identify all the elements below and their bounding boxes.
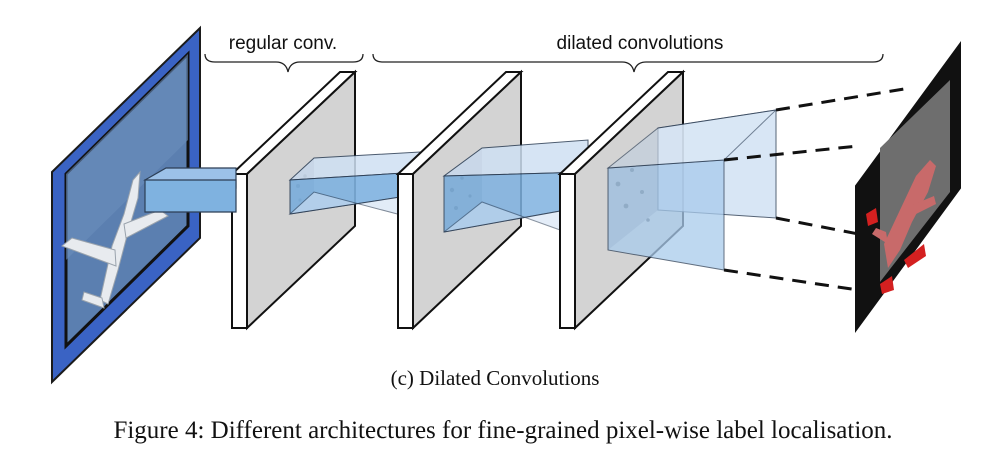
subcaption: (c) Dilated Convolutions	[391, 366, 600, 390]
input-image	[51, 25, 201, 385]
segment-red-2	[904, 244, 926, 268]
volume-1-to-2	[288, 151, 421, 221]
label-regular-conv: regular conv.	[229, 33, 337, 54]
segment-airplane	[872, 160, 936, 268]
input-receptive-field	[143, 167, 237, 213]
segment-red-1	[866, 208, 878, 226]
segment-red-3	[880, 276, 894, 294]
volume-3-to-output	[606, 109, 778, 271]
airplane-photo	[60, 170, 169, 309]
figure-caption: Figure 4: Different architectures for fi…	[113, 417, 892, 444]
brace-dilated-convolutions	[372, 53, 884, 73]
label-dilated-convolutions: dilated convolutions	[557, 33, 724, 54]
brace-regular-conv	[204, 53, 364, 73]
output-segmentation	[855, 40, 961, 334]
volume-2-to-3	[442, 139, 589, 241]
